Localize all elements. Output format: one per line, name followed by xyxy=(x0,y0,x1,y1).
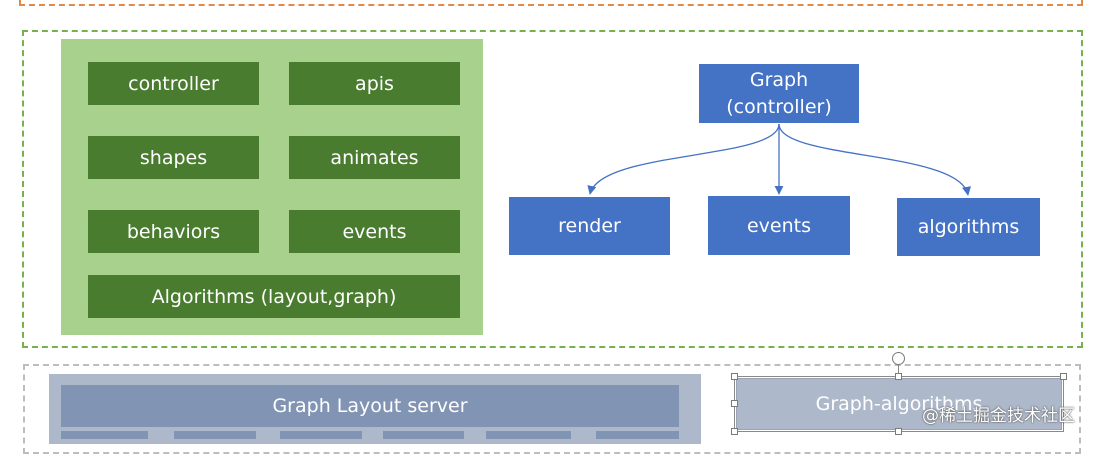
edge-to-algorithms xyxy=(778,123,972,196)
module-events: events xyxy=(289,210,460,253)
layout-server-label: Graph Layout server xyxy=(272,395,468,417)
graph-algorithms-label: Graph-algorithms xyxy=(815,393,983,415)
watermark: @稀土掘金技术社区 xyxy=(922,406,1075,426)
top-orange-container xyxy=(19,0,1083,6)
graph-algorithms-box[interactable]: Graph-algorithms xyxy=(736,378,1062,430)
graph-controller-subtitle: (controller) xyxy=(726,95,832,118)
events-box: events xyxy=(708,196,850,255)
resize-handle-sw[interactable] xyxy=(731,428,738,435)
edge-to-render xyxy=(587,123,780,195)
layout-sub-block xyxy=(61,431,148,439)
layout-sub-block xyxy=(383,431,464,439)
tree-connectors xyxy=(587,123,972,196)
layout-sub-block xyxy=(596,431,679,439)
module-animates: animates xyxy=(289,136,460,179)
module-algorithms: Algorithms (layout,graph) xyxy=(88,275,460,318)
module-behaviors: behaviors xyxy=(88,210,259,253)
resize-handle-w[interactable] xyxy=(731,400,738,407)
resize-handle-ne[interactable] xyxy=(1060,373,1067,380)
rotate-handle-icon[interactable] xyxy=(892,352,905,365)
algorithms-box: algorithms xyxy=(897,198,1040,256)
layout-sub-block xyxy=(280,431,362,439)
graph-controller-title: Graph xyxy=(749,68,809,91)
render-box: render xyxy=(509,197,670,255)
layout-sub-block xyxy=(486,431,571,439)
rotate-handle-stem xyxy=(898,365,899,374)
resize-handle-nw[interactable] xyxy=(731,373,738,380)
module-shapes: shapes xyxy=(88,136,259,179)
green-dashed-container xyxy=(22,30,1083,348)
module-apis: apis xyxy=(289,62,460,105)
layout-sub-block xyxy=(174,431,256,439)
layout-server-bar: Graph Layout server xyxy=(61,385,679,427)
module-controller: controller xyxy=(88,62,259,105)
graph-controller-box: Graph (controller) xyxy=(699,64,859,123)
resize-handle-n[interactable] xyxy=(895,373,902,380)
resize-handle-s[interactable] xyxy=(895,428,902,435)
